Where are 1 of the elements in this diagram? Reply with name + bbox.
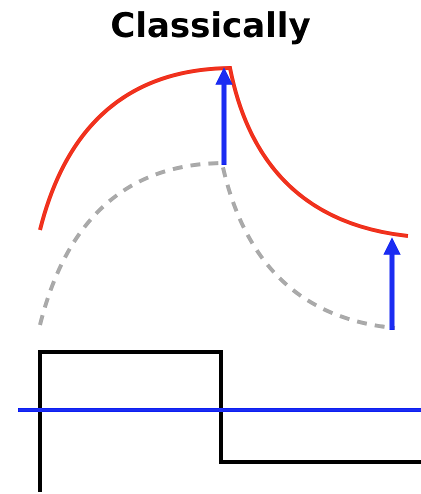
title: Classically (110, 6, 311, 46)
